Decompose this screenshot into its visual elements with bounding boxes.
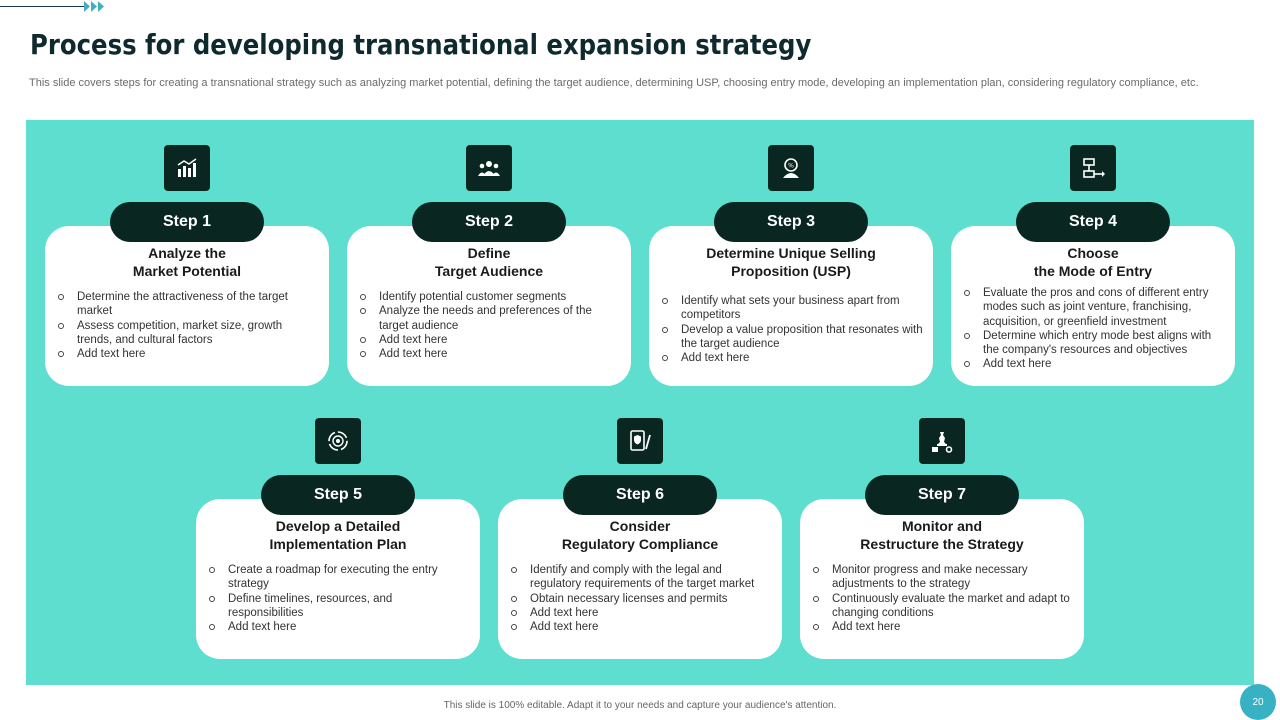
chevron-right-icon: [84, 1, 90, 12]
list-item: Identify and comply with the legal and r…: [511, 563, 772, 592]
target-cycle-icon: [315, 418, 361, 464]
page-subtitle: This slide covers steps for creating a t…: [29, 77, 1199, 89]
step-7-bullets: Monitor progress and make necessary adju…: [813, 563, 1074, 634]
list-item: Add text here: [360, 347, 621, 361]
step-6-title: Consider Regulatory Compliance: [561, 518, 719, 552]
list-item: Identify what sets your business apart f…: [662, 294, 923, 323]
page-title: Process for developing transnational exp…: [30, 28, 812, 61]
list-item: Create a roadmap for executing the entry…: [209, 563, 470, 592]
list-item: Monitor progress and make necessary adju…: [813, 563, 1074, 592]
step-6-bullets: Identify and comply with the legal and r…: [511, 563, 772, 634]
step-3-card: Determine Unique Selling Proposition (US…: [649, 226, 933, 386]
step-4-title: Choose the Mode of Entry: [1033, 245, 1153, 279]
list-item: Assess competition, market size, growth …: [58, 319, 319, 348]
list-item: Determine the attractiveness of the targ…: [58, 290, 319, 319]
list-item: Add text here: [511, 606, 772, 620]
step-2-pill: Step 2: [412, 202, 566, 242]
top-decor-line: [0, 6, 84, 7]
step-4-bullets: Evaluate the pros and cons of different …: [964, 286, 1225, 372]
step-2-bullets: Identify potential customer segments Ana…: [360, 290, 621, 361]
list-item: Add text here: [813, 620, 1074, 634]
step-5-card: Develop a Detailed Implementation Plan C…: [196, 499, 480, 659]
step-4-pill: Step 4: [1016, 202, 1170, 242]
step-2-title: Define Target Audience: [434, 245, 544, 279]
list-item: Continuously evaluate the market and ada…: [813, 592, 1074, 621]
step-1-pill: Step 1: [110, 202, 264, 242]
page-number: 20: [1240, 684, 1276, 720]
list-item: Analyze the needs and preferences of the…: [360, 304, 621, 333]
step-1-title: Analyze the Market Potential: [132, 245, 242, 279]
step-6-pill: Step 6: [563, 475, 717, 515]
bar-chart-icon: [164, 145, 210, 191]
list-item: Add text here: [511, 620, 772, 634]
step-3-bullets: Identify what sets your business apart f…: [662, 294, 923, 365]
step-5-bullets: Create a roadmap for executing the entry…: [209, 563, 470, 634]
step-2-card: Define Target Audience Identify potentia…: [347, 226, 631, 386]
list-item: Identify potential customer segments: [360, 290, 621, 304]
footer-note: This slide is 100% editable. Adapt it to…: [443, 700, 837, 711]
step-7-title: Monitor and Restructure the Strategy: [860, 518, 1024, 552]
step-3-pill: Step 3: [714, 202, 868, 242]
step-7-card: Monitor and Restructure the Strategy Mon…: [800, 499, 1084, 659]
entry-flow-icon: [1070, 145, 1116, 191]
list-item: Evaluate the pros and cons of different …: [964, 286, 1225, 329]
step-1-bullets: Determine the attractiveness of the targ…: [58, 290, 319, 361]
step-7-pill: Step 7: [865, 475, 1019, 515]
strategy-chess-icon: [919, 418, 965, 464]
compliance-shield-icon: [617, 418, 663, 464]
idea-head-icon: %: [768, 145, 814, 191]
list-item: Add text here: [964, 357, 1225, 371]
audience-group-icon: [466, 145, 512, 191]
chevron-right-icon: [91, 1, 97, 12]
step-5-pill: Step 5: [261, 475, 415, 515]
chevron-right-icon: [98, 1, 104, 12]
list-item: Determine which entry mode best aligns w…: [964, 329, 1225, 358]
list-item: Add text here: [360, 333, 621, 347]
step-5-title: Develop a Detailed Implementation Plan: [269, 518, 407, 552]
step-6-card: Consider Regulatory Compliance Identify …: [498, 499, 782, 659]
svg-text:%: %: [788, 163, 794, 170]
list-item: Add text here: [209, 620, 470, 634]
step-3-title: Determine Unique Selling Proposition (US…: [706, 245, 876, 279]
step-1-card: Analyze the Market Potential Determine t…: [45, 226, 329, 386]
list-item: Obtain necessary licenses and permits: [511, 592, 772, 606]
list-item: Add text here: [58, 347, 319, 361]
list-item: Define timelines, resources, and respons…: [209, 592, 470, 621]
step-4-card: Choose the Mode of Entry Evaluate the pr…: [951, 226, 1235, 386]
list-item: Add text here: [662, 351, 923, 365]
list-item: Develop a value proposition that resonat…: [662, 323, 923, 350]
